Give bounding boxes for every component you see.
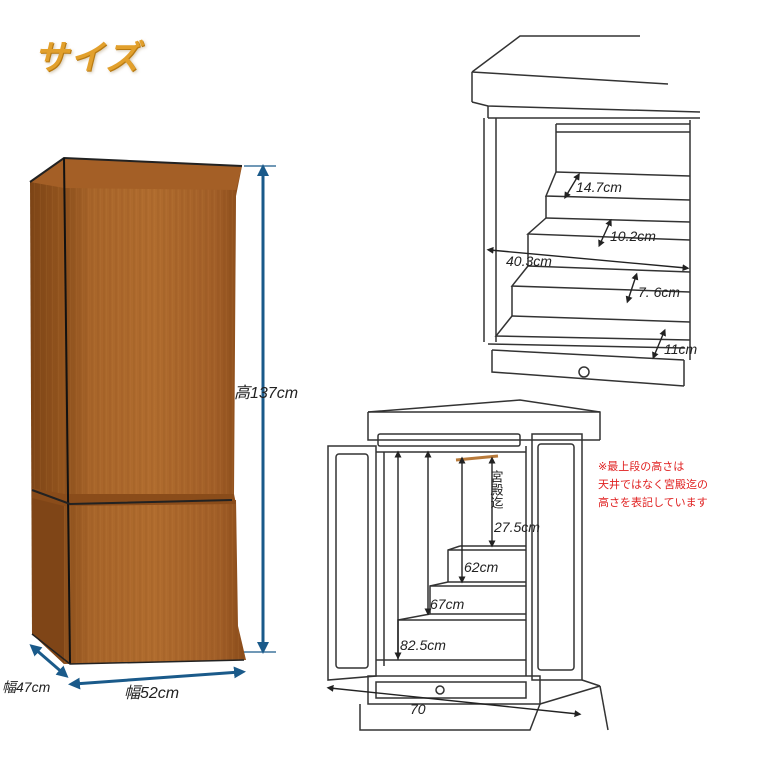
width-arrow	[68, 666, 246, 690]
height-label: 高137cm	[234, 384, 298, 402]
open-cabinet-dimensions: 宮殿迄 27.5cm 62cm 67cm 82.5cm 70	[326, 450, 582, 718]
open-width-label: 70	[410, 701, 426, 717]
inner-width-label: 40.3cm	[506, 253, 552, 269]
depth-label: 幅47cm	[2, 679, 51, 695]
step-height-3: 7. 6cm	[638, 284, 680, 300]
upper-shelf-detail	[471, 35, 701, 387]
step-height-4: 11cm	[664, 341, 698, 357]
depth-arrow	[29, 644, 69, 678]
step-height-2: 10.2cm	[610, 228, 656, 244]
open-cabinet-detail	[327, 399, 609, 731]
step-height-1: 14.7cm	[576, 179, 622, 195]
palace-height-caption: 宮殿迄	[489, 469, 504, 509]
width-label: 幅52cm	[124, 684, 179, 702]
height-label-4: 82.5cm	[400, 637, 446, 653]
height-label-top: 27.5cm	[493, 519, 540, 535]
upper-shelf-dimensions: 14.7cm 10.2cm 7. 6cm 11cm 40.3cm	[486, 172, 698, 360]
height-note: ※最上段の高さは 天井ではなく宮殿迄の 高さを表記しています	[598, 460, 708, 509]
page-title: サイズ	[34, 38, 141, 78]
wooden-cabinet	[29, 156, 246, 665]
height-label-3: 67cm	[430, 596, 465, 612]
cabinet-dimensions: 高137cm 幅52cm 幅47cm	[2, 164, 298, 702]
height-label-2: 62cm	[464, 559, 499, 575]
